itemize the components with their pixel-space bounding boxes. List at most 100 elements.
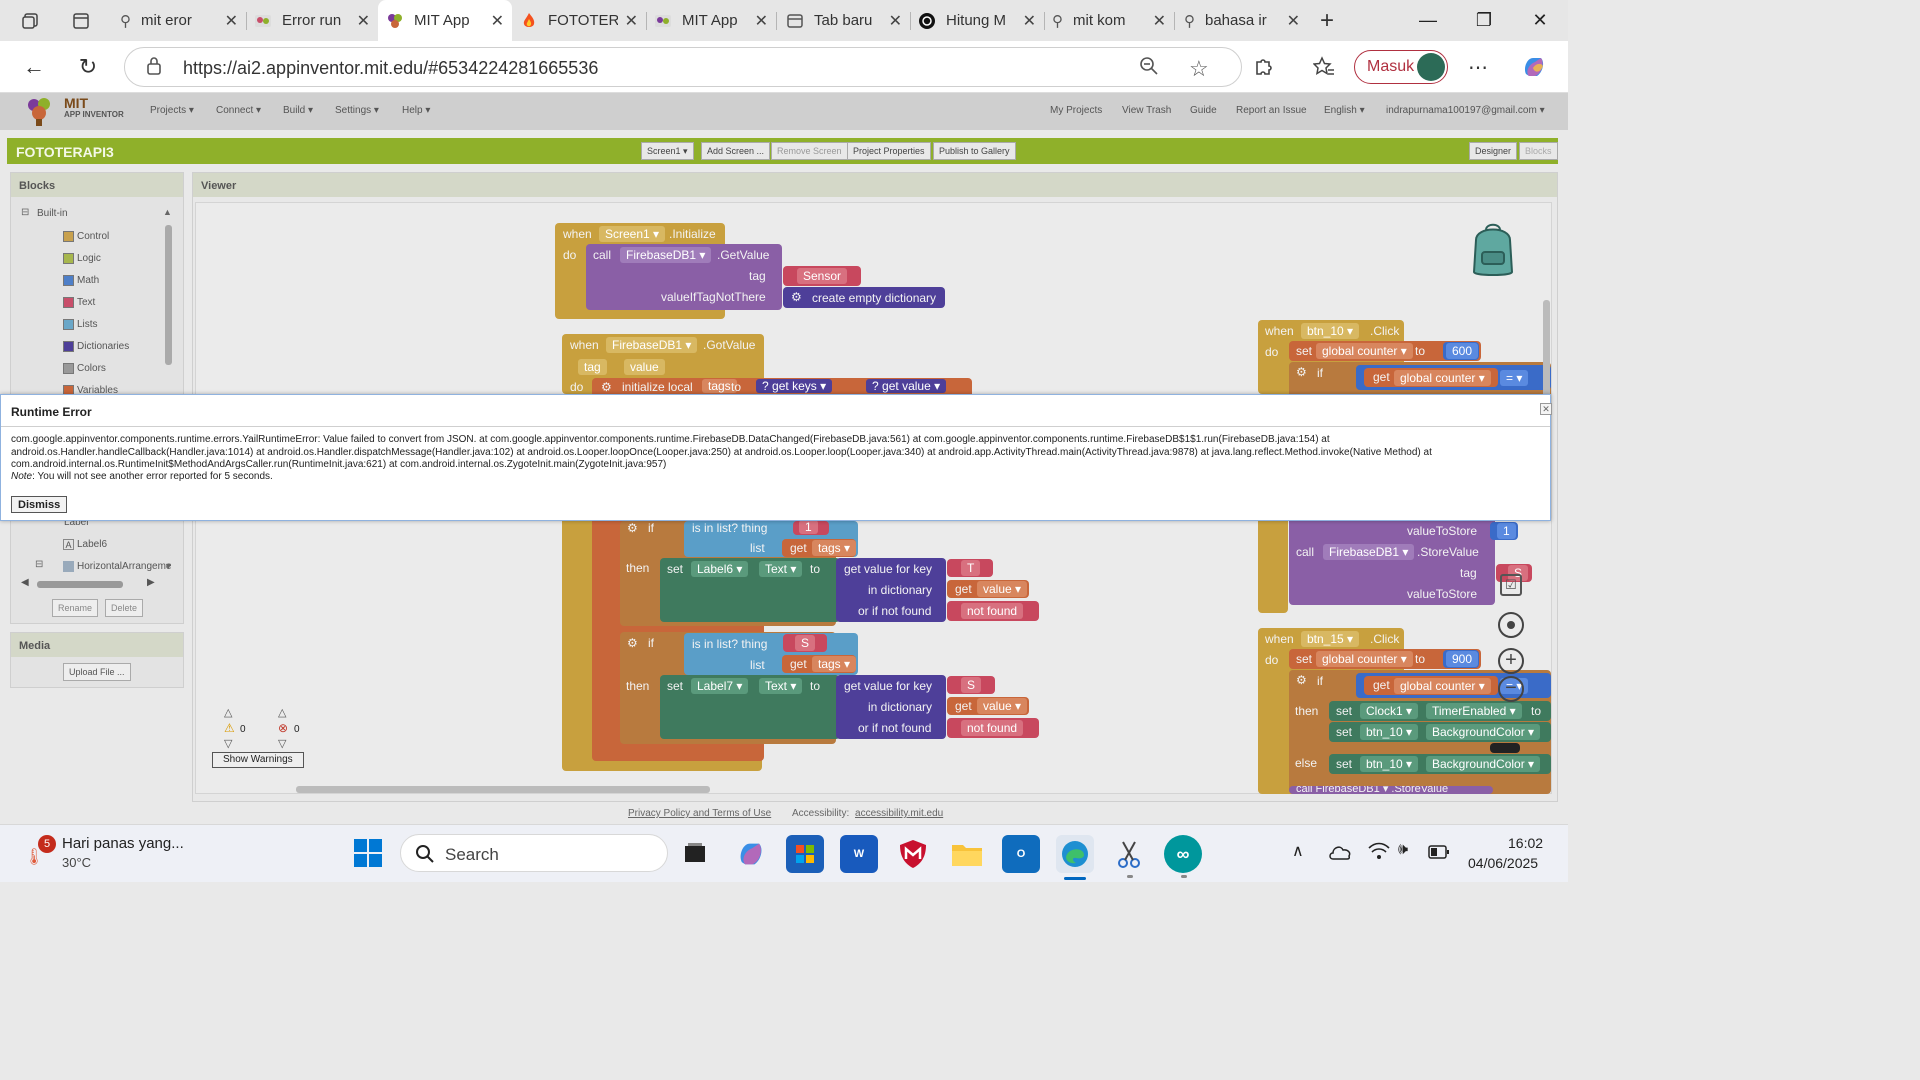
variable-dropdown[interactable]: value ▾ bbox=[977, 581, 1028, 597]
window-close-button[interactable]: ✕ bbox=[1532, 10, 1548, 30]
text-field[interactable]: not found bbox=[961, 603, 1024, 619]
set-background-color-block[interactable]: set btn_10 ▾ BackgroundColor ▾ bbox=[1329, 754, 1551, 774]
variable-dropdown[interactable]: tags ▾ bbox=[812, 656, 857, 672]
number-field[interactable]: 600 bbox=[1446, 343, 1479, 359]
close-tab-icon[interactable]: ✕ bbox=[754, 12, 768, 30]
component-dropdown[interactable]: btn_10 ▾ bbox=[1301, 323, 1360, 339]
component-dropdown[interactable]: FirebaseDB1 ▾ bbox=[620, 247, 712, 263]
tab-2-active[interactable]: MIT App ✕ bbox=[378, 0, 512, 41]
variable-dropdown[interactable]: global counter ▾ bbox=[1316, 343, 1413, 359]
param-field[interactable]: value bbox=[624, 359, 665, 375]
horizontal-scrollbar[interactable]: ◀ ▶ bbox=[21, 577, 157, 589]
text-field[interactable]: not found bbox=[961, 720, 1024, 736]
text-field[interactable]: S bbox=[1508, 565, 1529, 581]
scroll-thumb[interactable] bbox=[165, 225, 172, 365]
backpack-icon[interactable] bbox=[1462, 220, 1524, 280]
account-menu[interactable]: indrapurnama100197@gmail.com ▾ bbox=[1386, 105, 1545, 116]
reload-button[interactable]: ↻ bbox=[70, 49, 106, 85]
keys-dropdown[interactable]: keys ▾ bbox=[792, 379, 827, 393]
upload-file-button[interactable]: Upload File ... bbox=[63, 663, 131, 681]
close-tab-icon[interactable]: ✕ bbox=[888, 12, 902, 30]
workspaces-button[interactable] bbox=[14, 0, 54, 41]
weather-widget[interactable]: 🌡 5 Hari panas yang... 30°C bbox=[20, 835, 200, 875]
text-field[interactable]: S bbox=[795, 635, 816, 651]
number-block[interactable]: 600 bbox=[1443, 342, 1479, 360]
close-tab-icon[interactable]: ✕ bbox=[356, 12, 370, 30]
call-block-storevalue[interactable]: valueToStore call FirebaseDB1 ▾ .StoreVa… bbox=[1289, 521, 1495, 605]
add-screen-button[interactable]: Add Screen ... bbox=[701, 142, 771, 160]
file-explorer-app[interactable] bbox=[948, 835, 986, 873]
zoom-out-button[interactable]: − bbox=[1498, 676, 1524, 702]
tab-3[interactable]: FOTOTER ✕ bbox=[512, 0, 646, 41]
property-dropdown[interactable]: BackgroundColor ▾ bbox=[1426, 724, 1541, 740]
block-category-lists[interactable]: Lists bbox=[63, 319, 98, 330]
close-tab-icon[interactable]: ✕ bbox=[1152, 12, 1166, 30]
show-hidden-icons-button[interactable]: ∧ bbox=[1292, 843, 1304, 860]
menu-projects[interactable]: Projects ▾ bbox=[150, 105, 194, 116]
text-block[interactable]: Sensor bbox=[783, 266, 861, 286]
mcafee-app[interactable] bbox=[894, 835, 932, 873]
scroll-left-icon[interactable]: ◀ bbox=[21, 577, 29, 588]
variable-dropdown[interactable]: global counter ▾ bbox=[1394, 370, 1491, 386]
warning-next-icon[interactable]: ▽ bbox=[224, 738, 233, 750]
extensions-button[interactable] bbox=[1246, 49, 1282, 85]
language-menu[interactable]: English ▾ bbox=[1324, 105, 1365, 116]
menu-help[interactable]: Help ▾ bbox=[402, 105, 431, 116]
privacy-link[interactable]: Privacy Policy and Terms of Use bbox=[628, 808, 772, 819]
component-dropdown[interactable]: btn_15 ▾ bbox=[1301, 631, 1360, 647]
error-next-icon[interactable]: ▽ bbox=[278, 738, 287, 750]
component-dropdown[interactable]: Screen1 ▾ bbox=[599, 226, 666, 242]
close-tab-icon[interactable]: ✕ bbox=[1022, 12, 1036, 30]
collapse-icon[interactable]: ⊟ bbox=[21, 207, 30, 218]
guide-link[interactable]: Guide bbox=[1190, 105, 1217, 116]
number-block[interactable]: 900 bbox=[1443, 650, 1479, 668]
block-category-control[interactable]: Control bbox=[63, 231, 109, 242]
tab-actions-button[interactable] bbox=[64, 0, 104, 41]
variable-name-field[interactable]: tags bbox=[702, 379, 737, 393]
back-button[interactable]: ← bbox=[16, 49, 52, 85]
menu-connect[interactable]: Connect ▾ bbox=[216, 105, 262, 116]
taskbar-search[interactable]: Search bbox=[400, 834, 668, 872]
component-dropdown[interactable]: Label6 ▾ bbox=[691, 561, 749, 577]
show-warnings-button[interactable]: Show Warnings bbox=[212, 752, 304, 768]
get-value-for-key-block[interactable]: get value for key in dictionary or if no… bbox=[836, 675, 946, 739]
text-block[interactable]: S bbox=[783, 634, 827, 652]
block-category-text[interactable]: Text bbox=[63, 297, 95, 308]
number-field[interactable]: 900 bbox=[1446, 651, 1479, 667]
text-block[interactable]: not found bbox=[947, 718, 1039, 738]
store-app[interactable] bbox=[786, 835, 824, 873]
get-value-for-key-block[interactable]: get value for key in dictionary or if no… bbox=[836, 558, 946, 622]
compare-operator-dropdown[interactable]: = ▾ bbox=[1500, 370, 1529, 386]
text-block[interactable]: S bbox=[1496, 564, 1532, 582]
scroll-down-icon[interactable]: ▼ bbox=[164, 561, 173, 571]
menu-settings[interactable]: Settings ▾ bbox=[335, 105, 379, 116]
block-category-dictionaries[interactable]: Dictionaries bbox=[63, 341, 129, 352]
variable-dropdown[interactable]: tags ▾ bbox=[812, 540, 857, 556]
snipping-tool-app[interactable] bbox=[1110, 835, 1148, 873]
color-black-block[interactable] bbox=[1490, 743, 1520, 753]
dialog-close-icon[interactable]: ✕ bbox=[1540, 403, 1552, 415]
component-dropdown[interactable]: FirebaseDB1 ▾ bbox=[1323, 544, 1415, 560]
scroll-up-icon[interactable]: ▲ bbox=[163, 207, 172, 217]
label-tree-item[interactable]: Label bbox=[64, 517, 89, 528]
minimize-button[interactable]: — bbox=[1419, 10, 1437, 30]
recenter-button[interactable] bbox=[1498, 612, 1524, 638]
component-dropdown[interactable]: FirebaseDB1 ▾ bbox=[606, 337, 698, 353]
maximize-button[interactable]: ❐ bbox=[1475, 10, 1493, 30]
project-properties-button[interactable]: Project Properties bbox=[847, 142, 931, 160]
dismiss-button[interactable]: Dismiss bbox=[11, 496, 68, 513]
number-field[interactable]: 1 bbox=[1497, 523, 1516, 539]
error-prev-icon[interactable]: △ bbox=[278, 707, 287, 719]
scroll-thumb[interactable] bbox=[37, 581, 123, 588]
onedrive-icon[interactable] bbox=[1328, 843, 1352, 861]
tab-5[interactable]: Tab baru ✕ bbox=[778, 0, 910, 41]
edge-app-active[interactable] bbox=[1056, 835, 1094, 873]
property-dropdown[interactable]: Text ▾ bbox=[759, 561, 803, 577]
report-issue-link[interactable]: Report an Issue bbox=[1236, 105, 1307, 116]
value-getter[interactable]: ? get value ▾ bbox=[866, 379, 947, 393]
designer-button[interactable]: Designer bbox=[1469, 142, 1518, 160]
property-dropdown[interactable]: BackgroundColor ▾ bbox=[1426, 756, 1541, 772]
built-in-tree-node[interactable]: Built-in bbox=[37, 208, 68, 219]
get-variable-block[interactable]: get global counter ▾ bbox=[1364, 368, 1498, 387]
